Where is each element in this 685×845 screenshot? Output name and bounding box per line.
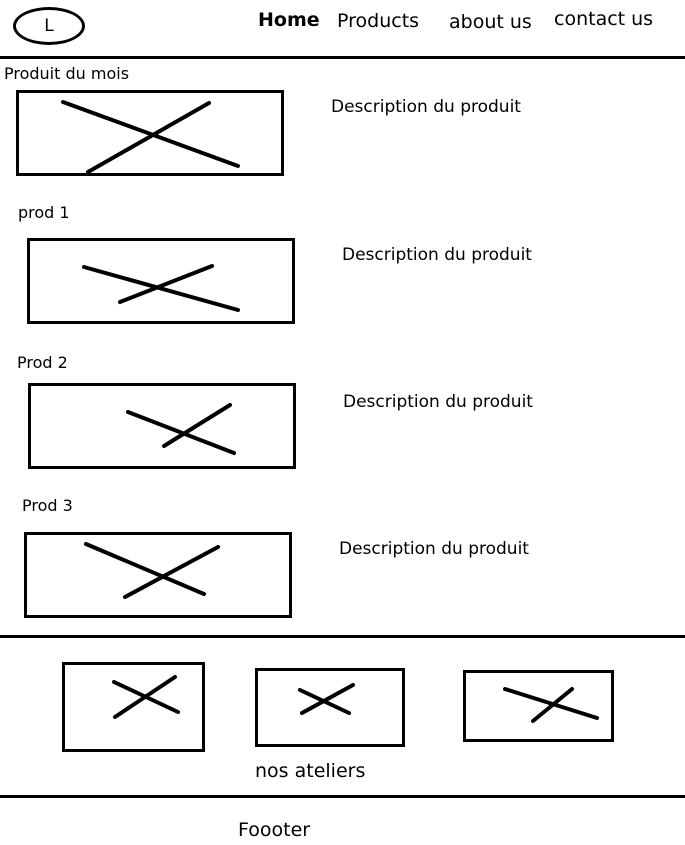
featured-title: Produit du mois <box>4 64 130 83</box>
product-description: Description du produit <box>339 539 529 559</box>
product-label: Prod 2 <box>17 353 68 372</box>
product-image[interactable] <box>28 383 296 469</box>
ateliers-caption: nos ateliers <box>255 760 366 782</box>
atelier-image[interactable] <box>463 670 614 742</box>
product-label: Prod 3 <box>22 496 73 515</box>
atelier-image[interactable] <box>255 668 405 747</box>
product-label: prod 1 <box>18 203 70 222</box>
content-divider <box>0 635 685 638</box>
featured-product-image[interactable] <box>16 90 284 176</box>
header-divider <box>0 56 685 59</box>
nav-contact-us[interactable]: contact us <box>554 8 654 30</box>
nav-home[interactable]: Home <box>258 9 320 31</box>
product-image[interactable] <box>24 532 292 618</box>
featured-description: Description du produit <box>331 97 521 117</box>
product-description: Description du produit <box>342 245 532 265</box>
nav-about-us[interactable]: about us <box>449 11 532 33</box>
logo-letter: L <box>44 16 54 36</box>
logo[interactable]: L <box>13 7 85 45</box>
nav-products[interactable]: Products <box>337 10 420 32</box>
product-image[interactable] <box>27 238 295 324</box>
atelier-image[interactable] <box>62 662 205 752</box>
footer-divider <box>0 795 685 798</box>
footer-text: Foooter <box>238 819 311 841</box>
product-description: Description du produit <box>343 392 533 412</box>
